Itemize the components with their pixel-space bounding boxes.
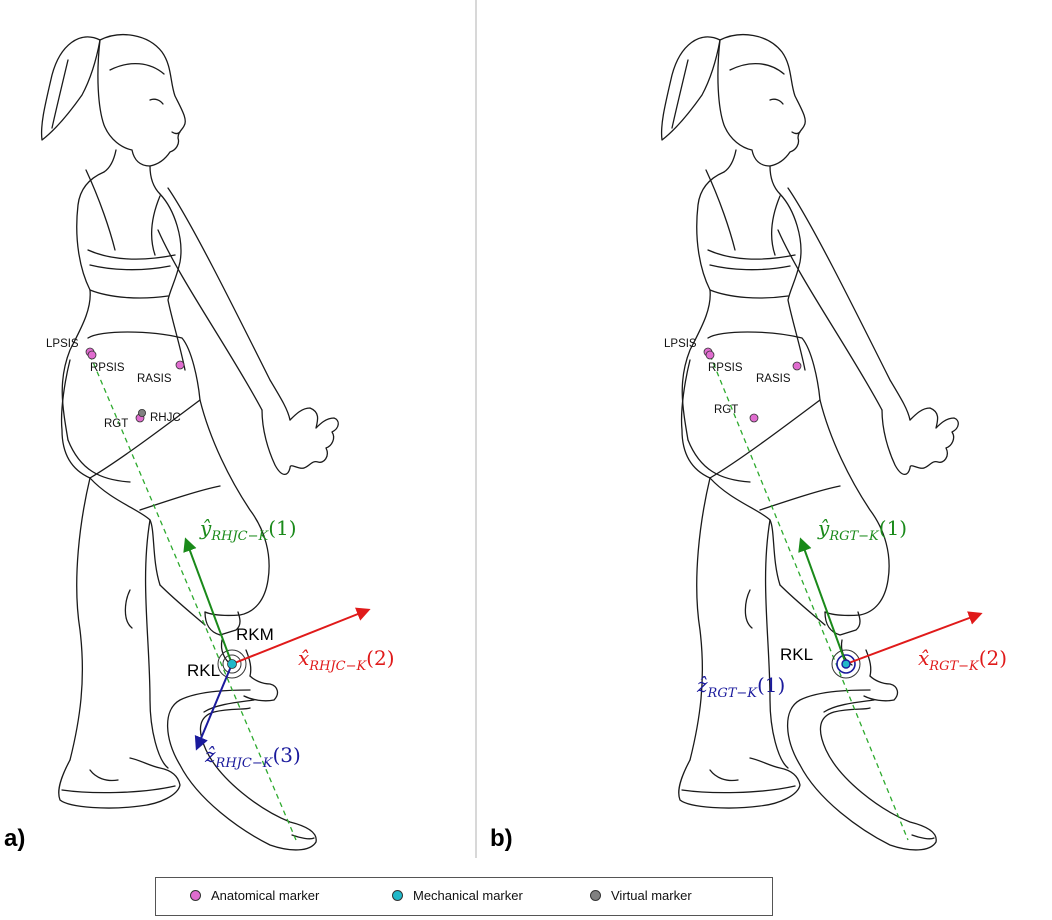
- panel-b-y-axis-label: ŷRGT−K(1): [817, 516, 907, 544]
- panel-b-letter: b): [490, 825, 513, 852]
- panel-a-rkl-marker: [228, 660, 237, 669]
- legend-item-virtual: Virtual marker: [590, 888, 692, 903]
- panel-a-rgt-label: RGT: [104, 418, 128, 430]
- panel-a-rkm-label: RKM: [236, 625, 274, 644]
- panel-a-y-axis-label: ŷRHJC−K(1): [199, 516, 297, 544]
- panel-a: LPSIS RPSIS RASIS RGT RHJC RKM RKL ŷRHJC…: [4, 35, 395, 852]
- legend-label-mechanical: Mechanical marker: [413, 888, 523, 903]
- panel-b-rpsis-marker: [706, 351, 714, 359]
- panel-b-z-axis-label: ẑRGT−K(1): [696, 673, 785, 701]
- panel-b: LPSIS RPSIS RASIS RGT RKL ŷRGT−K(1) x̂RG…: [490, 35, 1007, 852]
- legend-item-anatomical: Anatomical marker: [190, 888, 319, 903]
- anatomical-marker-swatch: [190, 890, 201, 901]
- panel-a-z-axis-label: ẑRHJC−K(3): [204, 743, 301, 771]
- panel-b-rkl-marker: [842, 660, 850, 668]
- panel-a-rasis-label: RASIS: [137, 373, 172, 385]
- panel-a-rasis-marker: [176, 361, 184, 369]
- panel-b-rgt-label: RGT: [714, 404, 738, 416]
- panel-a-rkl-label: RKL: [187, 661, 220, 680]
- panel-a-rpsis-label: RPSIS: [90, 362, 125, 374]
- legend: Anatomical marker Mechanical marker Virt…: [155, 877, 773, 916]
- panel-b-segment-line: [710, 355, 908, 840]
- panel-b-rkl-label: RKL: [780, 645, 813, 664]
- panel-a-y-axis-arrow: [186, 540, 232, 664]
- panel-a-lpsis-label: LPSIS: [46, 338, 79, 350]
- panel-a-figure-drawing: [42, 35, 339, 850]
- panel-b-lpsis-label: LPSIS: [664, 338, 697, 350]
- legend-item-mechanical: Mechanical marker: [392, 888, 523, 903]
- panel-b-x-axis-label: x̂RGT−K(2): [918, 646, 1007, 674]
- panel-a-x-axis-label: x̂RHJC−K(2): [298, 646, 395, 674]
- panel-a-rhjc-label: RHJC: [150, 412, 181, 424]
- panel-b-rasis-label: RASIS: [756, 373, 791, 385]
- legend-label-virtual: Virtual marker: [611, 888, 692, 903]
- panel-a-rpsis-marker: [88, 351, 96, 359]
- virtual-marker-swatch: [590, 890, 601, 901]
- panel-b-figure-drawing: [662, 35, 959, 850]
- panel-b-x-axis-arrow: [846, 614, 980, 664]
- panel-b-rpsis-label: RPSIS: [708, 362, 743, 374]
- panel-a-rhjc-marker: [138, 409, 145, 416]
- panel-b-rasis-marker: [793, 362, 801, 370]
- mechanical-marker-swatch: [392, 890, 403, 901]
- legend-label-anatomical: Anatomical marker: [211, 888, 319, 903]
- panel-b-rgt-marker: [750, 414, 758, 422]
- panel-a-letter: a): [4, 825, 25, 852]
